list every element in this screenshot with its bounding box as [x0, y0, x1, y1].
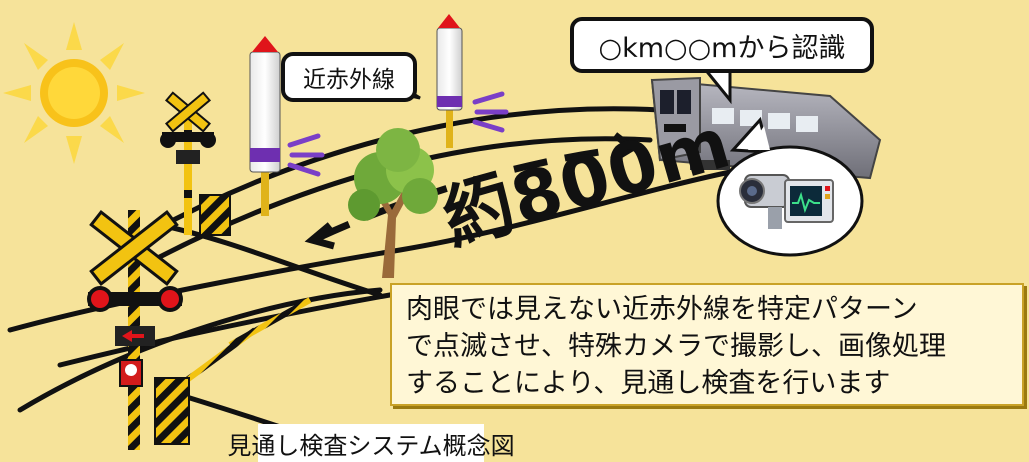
tree-icon [348, 128, 438, 278]
explanation-line: 肉眼では見えない近赤外線を特定パターン [406, 294, 918, 325]
monitor-icon [784, 179, 834, 223]
sightline-arrow [304, 132, 639, 250]
sun-icon [3, 22, 145, 164]
recognition-callout: ○km○○mから認識 [570, 17, 874, 73]
nir-emitter-post-icon [436, 14, 463, 148]
crossing-signal-icon [87, 210, 190, 450]
explanation-line: で点滅させ、特殊カメラで撮影し、画像処理 [406, 331, 946, 362]
explanation-note: 肉眼では見えない近赤外線を特定パターン で点滅させ、特殊カメラで撮影し、画像処理… [390, 283, 1024, 406]
nir-wave-marks [287, 91, 509, 177]
camera-icon [739, 174, 790, 229]
nir-callout: 近赤外線 [281, 52, 417, 102]
explanation-line: することにより、見通し検査を行います [406, 368, 891, 399]
crossing-barrier [178, 327, 257, 388]
figure-caption: 見通し検査システム概念図 [227, 424, 515, 462]
nir-emitter-post-icon [249, 36, 281, 216]
crossing-signal-icon [160, 91, 231, 236]
